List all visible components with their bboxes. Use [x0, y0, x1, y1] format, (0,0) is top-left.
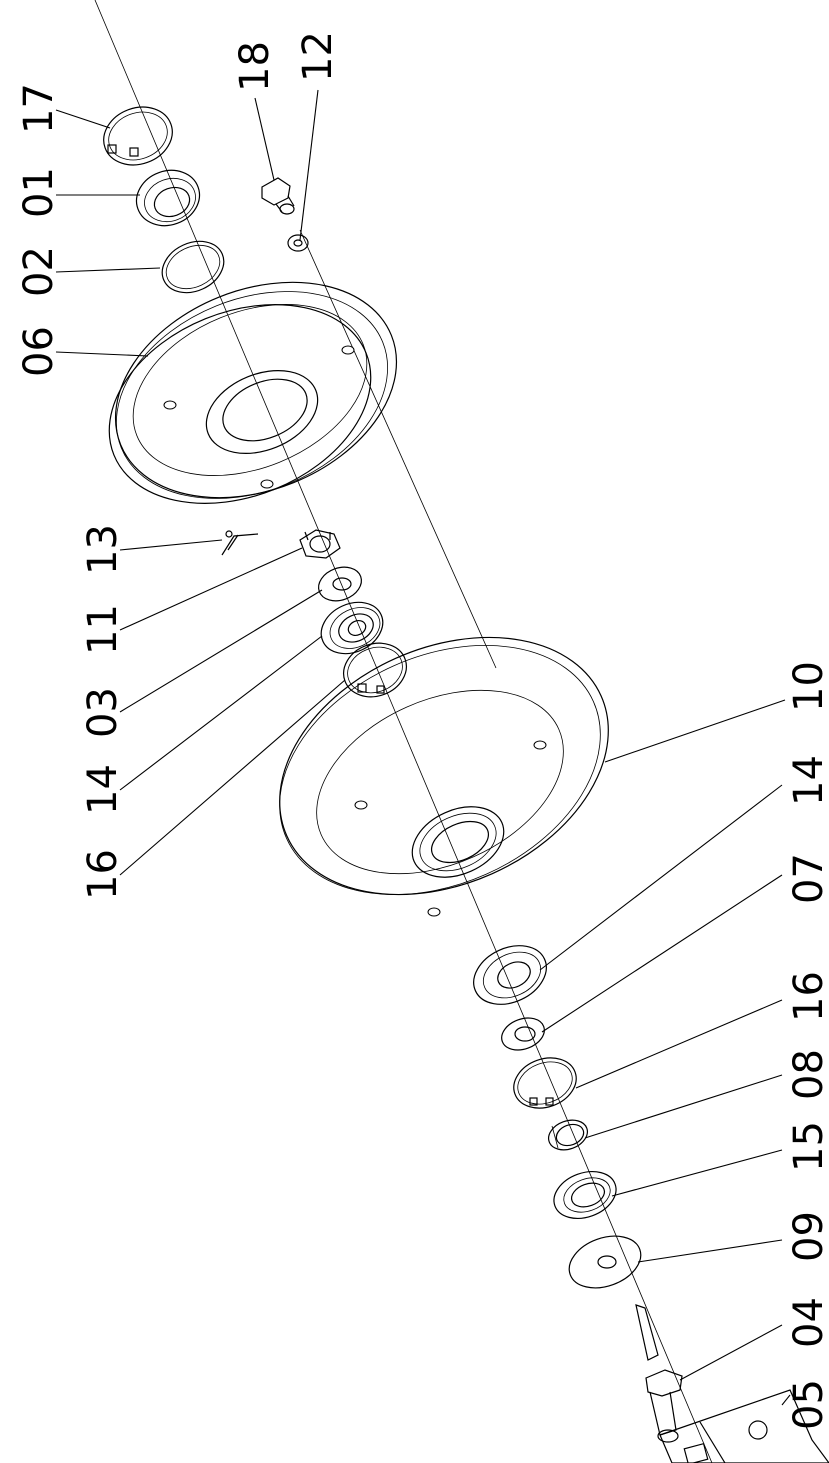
part-02-o-ring: [161, 240, 225, 294]
part-03-washer: [318, 566, 362, 602]
label-01: 01: [16, 167, 62, 218]
leader-11: [119, 547, 303, 631]
label-14a: 14: [80, 764, 126, 815]
label-06: 06: [16, 326, 62, 377]
part-01-seal: [135, 169, 201, 227]
label-08: 08: [786, 1049, 829, 1100]
part-16a-circlip: [343, 642, 407, 698]
label-07: 07: [786, 853, 829, 904]
part-18-bolt: [261, 177, 295, 215]
label-13: 13: [80, 524, 126, 575]
leader-12: [299, 89, 319, 241]
part-05-housing-block: [659, 1389, 829, 1463]
label-02: 02: [16, 246, 62, 297]
label-10: 10: [786, 661, 829, 712]
part-13-cotter-pin: [221, 530, 259, 556]
leader-15: [611, 1149, 783, 1197]
leader-05: [781, 1394, 791, 1406]
label-16b: 16: [786, 971, 829, 1022]
leader-06: [55, 351, 149, 357]
leader-18: [254, 97, 275, 181]
leader-03: [119, 589, 323, 713]
label-18: 18: [232, 41, 278, 92]
label-17: 17: [16, 83, 62, 134]
leader-10: [604, 699, 786, 763]
label-11: 11: [80, 604, 126, 655]
label-04: 04: [786, 1297, 829, 1348]
label-05: 05: [786, 1379, 829, 1430]
label-12: 12: [295, 31, 341, 82]
part-07-washer: [501, 1017, 545, 1051]
callout-labels: 18 12 17 01 02 06 13 11 03 14 16 10 14 0…: [16, 31, 829, 1430]
leader-14b: [539, 784, 783, 971]
part-17-circlip: [103, 106, 173, 166]
part-10-brake-disc: [279, 636, 609, 917]
part-04-axle-stub: [635, 1304, 683, 1443]
leader-17: [55, 109, 111, 129]
part-16b-circlip: [513, 1057, 577, 1109]
main-axis-line: [94, 0, 713, 1463]
leader-07: [541, 874, 783, 1033]
part-14b-bearing: [473, 945, 547, 1005]
leader-08: [584, 1074, 783, 1139]
leader-02: [55, 267, 161, 273]
label-03: 03: [80, 687, 126, 738]
leader-04: [679, 1324, 783, 1381]
leader-14a: [119, 635, 323, 791]
part-14a-bearing: [320, 601, 384, 655]
part-08-bushing: [548, 1119, 588, 1151]
label-16a: 16: [80, 849, 126, 900]
label-09: 09: [786, 1211, 829, 1262]
part-12-washer: [287, 234, 309, 252]
label-15: 15: [786, 1121, 829, 1172]
part-06-drum-cover: [108, 281, 398, 504]
leader-16b: [575, 999, 783, 1089]
leader-16a: [119, 679, 346, 876]
part-11-castle-nut: [299, 529, 341, 559]
part-09-washer: [568, 1235, 642, 1289]
bolt-axis-line: [299, 229, 497, 669]
label-14b: 14: [786, 755, 829, 806]
leader-lines: [55, 89, 791, 1406]
leader-09: [637, 1239, 783, 1263]
part-15-seal: [553, 1171, 617, 1219]
leader-13: [119, 539, 223, 551]
